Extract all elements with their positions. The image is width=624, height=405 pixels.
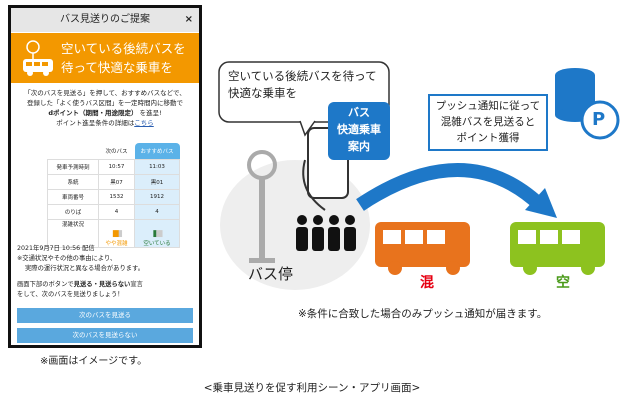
cell: 車両番号 (47, 189, 99, 205)
badge-line: 案内 (348, 140, 370, 153)
notes: 2021年9月7日 10:56 配信 ※交通状況やその他の事由により、 実際の運… (17, 244, 197, 300)
scene-note: ※条件に合致した場合のみプッシュ通知が届きます。 (298, 308, 548, 320)
crowd-icon: ▮▮▮ (112, 229, 123, 239)
point-text: dポイント（期間・用途限定） (48, 109, 138, 117)
notification-badge (328, 102, 390, 160)
note: 実際の運行状況と異なる場合があります。 (25, 265, 145, 272)
bus-icon (23, 40, 53, 76)
cell: 4 (98, 204, 135, 220)
push-line: プッシュ通知に従って (435, 100, 541, 112)
bus-stop-icon (247, 150, 277, 263)
crowded-bus-icon (375, 222, 470, 275)
banner: 空いている後続バスを待って快適な乗車を (11, 33, 199, 83)
people-icon (296, 215, 356, 251)
crowd-icon: ▮▮▮ (152, 229, 164, 239)
push-line: ポイント獲得 (456, 132, 520, 144)
intro-line: 「次のバスを見送る」を押して、おすすめバスなどで、 (24, 89, 186, 97)
details-link[interactable]: こちら (134, 119, 154, 127)
intro-line: を進呈! (139, 109, 162, 117)
cell: 10:57 (98, 159, 135, 175)
cell: 11:03 (134, 159, 180, 175)
intro-line: ポイント進呈条件の詳細は (56, 119, 135, 127)
cell: 黒01 (134, 174, 180, 190)
cell: 黒07 (98, 174, 135, 190)
cell: 1912 (134, 189, 180, 205)
col-header: 次のバス (105, 149, 128, 155)
note: ※交通状況やその他の事由により、 (17, 255, 117, 262)
dont-skip-bus-button[interactable]: 次のバスを見送らない (17, 328, 193, 343)
intro-line: 登録した「よく使うバス区間」を一定時間内に移動で (27, 99, 183, 107)
guide: 画面下部のボタンで (17, 281, 74, 288)
delivered-time: 2021年9月7日 10:56 配信 (17, 245, 95, 252)
crowd-status: やや混雑 (105, 241, 128, 247)
crowd-status: 空いている (143, 241, 171, 247)
arrow-icon (356, 163, 545, 211)
figure-caption: <乗車見送りを促す利用シーン・アプリ画面> (203, 382, 421, 394)
arrow-head-icon (525, 188, 557, 218)
scene-illustration (218, 61, 620, 290)
skip-bus-button[interactable]: 次のバスを見送る (17, 308, 193, 323)
app-dialog: バス見送りのご提案 × 空いている後続バスを待って快適な乗車を 「次のバスを見送… (8, 5, 202, 348)
empty-label: 空 (556, 275, 570, 291)
col-header: おすすめバス (134, 143, 180, 160)
intro-text: 「次のバスを見送る」を押して、おすすめバスなどで、 登録した「よく使うバス区間」… (11, 88, 199, 128)
banner-line1: 空いている後続バスを (61, 41, 186, 56)
cell: 発車予測時刻 (47, 159, 99, 175)
cell: 4 (134, 204, 180, 220)
crowded-label: 混 (420, 275, 434, 291)
guide: をして、次のバスを見送りましょう！ (17, 291, 124, 298)
bubble-line: 快適な乗車を (228, 86, 297, 100)
col-header (48, 143, 99, 160)
coins-icon (555, 68, 620, 140)
push-note-box (428, 94, 548, 151)
badge-line: 快適乗車 (337, 123, 381, 136)
push-line: 混雑バスを見送ると (440, 116, 536, 128)
cell: のりば (47, 204, 99, 220)
close-button[interactable]: × (184, 14, 193, 25)
bus-stop-label: バス停 (248, 265, 294, 283)
bubble-line: 空いている後続バスを待って (228, 69, 377, 83)
image-caption: ※画面はイメージです。 (40, 356, 148, 367)
cell: 系統 (47, 174, 99, 190)
empty-bus-icon (510, 222, 605, 275)
dialog-title: バス見送りのご提案 (11, 8, 199, 32)
guide: 宣言 (130, 281, 143, 288)
point-icon: P (592, 109, 606, 130)
banner-line2: 待って快適な乗車を (61, 60, 173, 75)
cell: 1532 (98, 189, 135, 205)
badge-line: バス (348, 106, 370, 119)
cell: 混雑状況 (47, 219, 99, 248)
table-row: 混雑状況 ▮▮▮ やや混雑 ▮▮▮ 空いている (47, 219, 180, 248)
guide-bold: 見送る・見送らない (73, 281, 131, 288)
